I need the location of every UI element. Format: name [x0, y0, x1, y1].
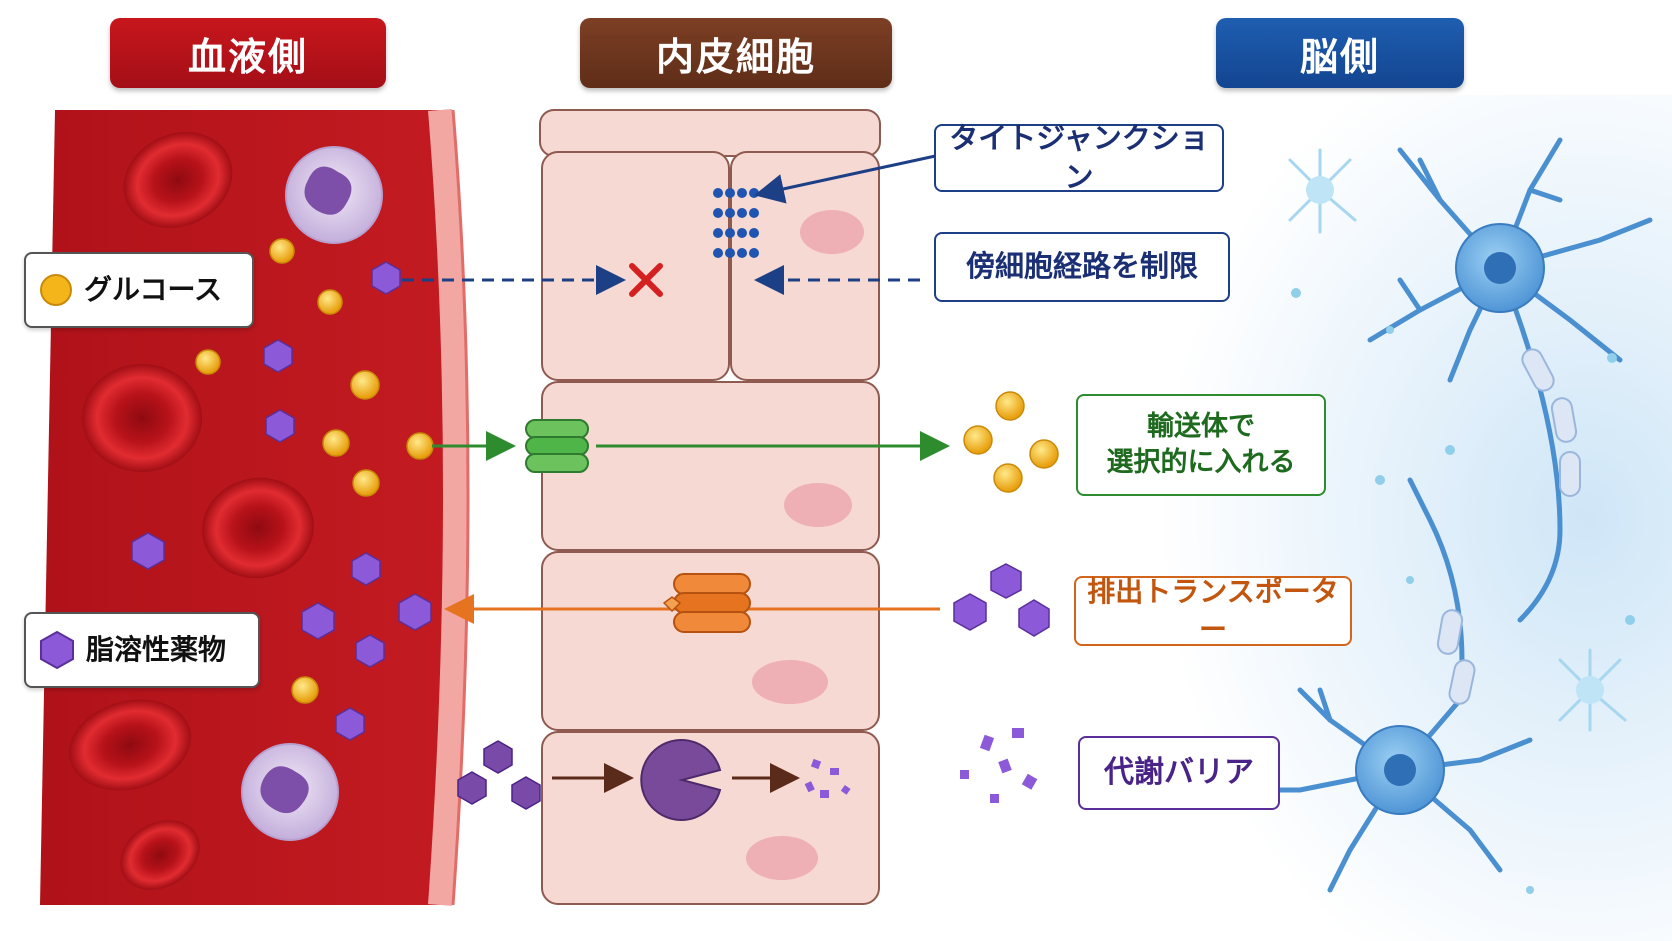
header-brain-side: 脳側 [1216, 18, 1464, 88]
glucose-icon [40, 274, 72, 306]
glial-cells [1288, 148, 1627, 732]
red-blood-cell [120, 820, 200, 890]
vessel-wall [428, 109, 467, 906]
brain-background [960, 95, 1672, 941]
red-blood-cell [202, 477, 314, 579]
neuron-nucleus [1384, 754, 1416, 786]
efflux-transporter-icon [662, 573, 751, 633]
cell-nucleus [800, 210, 864, 254]
cell-nucleus [752, 660, 828, 704]
glucose-transporter-icon [525, 419, 589, 473]
endothelial-cell-column [539, 109, 881, 905]
white-blood-cell-nucleus [304, 166, 352, 215]
metabolic-drug-particles [457, 740, 541, 810]
cell-nucleus [784, 483, 852, 527]
header-endothelial-cell: 内皮細胞 [580, 18, 892, 88]
metabolic-enzyme-icon [640, 739, 722, 821]
cell-nucleus [746, 836, 818, 880]
blocked-x-icon [629, 263, 663, 297]
label-tight-junction: タイトジャンクション [934, 121, 1224, 194]
label-metabolic-barrier: 代謝バリア [1078, 736, 1280, 810]
legend-lipid-drug: 脂溶性薬物 [24, 612, 260, 688]
glucose-particles-blood [195, 238, 434, 704]
header-blood-side: 血液側 [110, 18, 386, 88]
white-blood-cell-nucleus [260, 766, 309, 814]
red-blood-cell [69, 699, 191, 791]
tight-junction-pointer [754, 153, 941, 204]
legend-glucose: グルコース [24, 252, 254, 328]
label-selective-transporter: 輸送体で 選択的に入れる [1076, 394, 1326, 496]
label-selective-transporter-line1: 輸送体で [1147, 410, 1255, 442]
lipid-drug-particles-brain [953, 563, 1050, 637]
myelin-sheaths [1436, 348, 1581, 705]
endothelial-cell [730, 151, 880, 381]
label-selective-transporter-line2: 選択的に入れる [1106, 447, 1296, 478]
white-blood-cells [241, 146, 383, 841]
label-efflux-transporter: 排出トランスポーター [1074, 575, 1352, 646]
red-blood-cell [123, 132, 233, 228]
legend-lipid-drug-label: 脂溶性薬物 [86, 633, 227, 667]
lipid-drug-particles-blood [131, 261, 432, 741]
metabolite-fragments [804, 728, 1038, 803]
glucose-particles-brain [963, 391, 1059, 493]
red-blood-cells [69, 132, 314, 890]
legend-glucose-label: グルコース [84, 273, 223, 307]
red-blood-cell [82, 364, 202, 472]
lipid-drug-icon [40, 630, 74, 670]
label-paracellular-restriction: 傍細胞経路を制限 [934, 232, 1230, 302]
neuron-nucleus [1484, 252, 1516, 284]
tight-junction-proteins [713, 188, 759, 258]
